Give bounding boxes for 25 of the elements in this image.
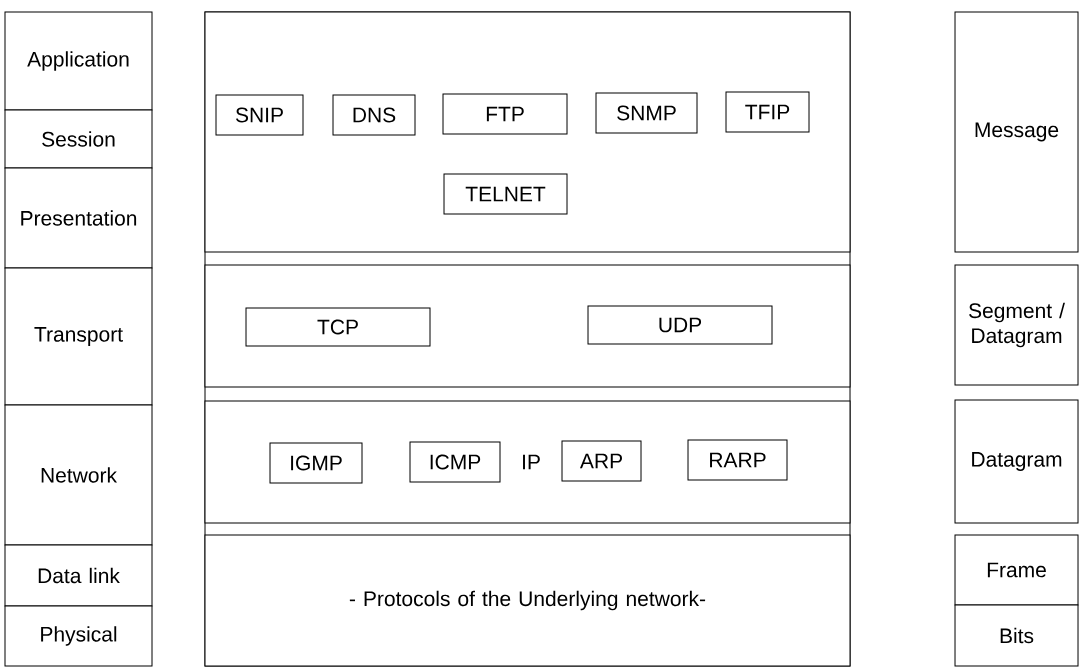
data-unit-box: Frame bbox=[954, 534, 1079, 606]
protocol-box: ICMP bbox=[409, 441, 501, 483]
protocol-box: ARP bbox=[561, 440, 642, 482]
protocol-box: TFIP bbox=[725, 91, 810, 133]
layer-box: Session bbox=[4, 109, 153, 169]
layer-box: Transport bbox=[4, 267, 153, 406]
protocol-box: RARP bbox=[687, 439, 788, 481]
protocol-box: TCP bbox=[245, 307, 431, 347]
data-unit-box: Segment / Datagram bbox=[954, 264, 1079, 386]
protocol-box: FTP bbox=[442, 93, 568, 135]
protocol-box: IGMP bbox=[269, 442, 363, 484]
layer-box: Presentation bbox=[4, 167, 153, 269]
protocol-box: TELNET bbox=[443, 173, 568, 215]
data-unit-box: Bits bbox=[954, 604, 1079, 667]
protocol-box: SNMP bbox=[595, 92, 698, 134]
protocol-box: SNIP bbox=[215, 94, 304, 136]
layer-band: - Protocols of the Underlying network- bbox=[204, 534, 851, 667]
data-unit-box: Message bbox=[954, 11, 1079, 253]
protocol-box: DNS bbox=[332, 94, 416, 136]
layer-box: Application bbox=[4, 11, 153, 111]
protocol-label: IP bbox=[523, 454, 540, 470]
protocol-box: UDP bbox=[587, 305, 773, 345]
data-unit-box: Datagram bbox=[954, 399, 1079, 524]
layer-box: Physical bbox=[4, 605, 153, 667]
layer-box: Data link bbox=[4, 544, 153, 607]
